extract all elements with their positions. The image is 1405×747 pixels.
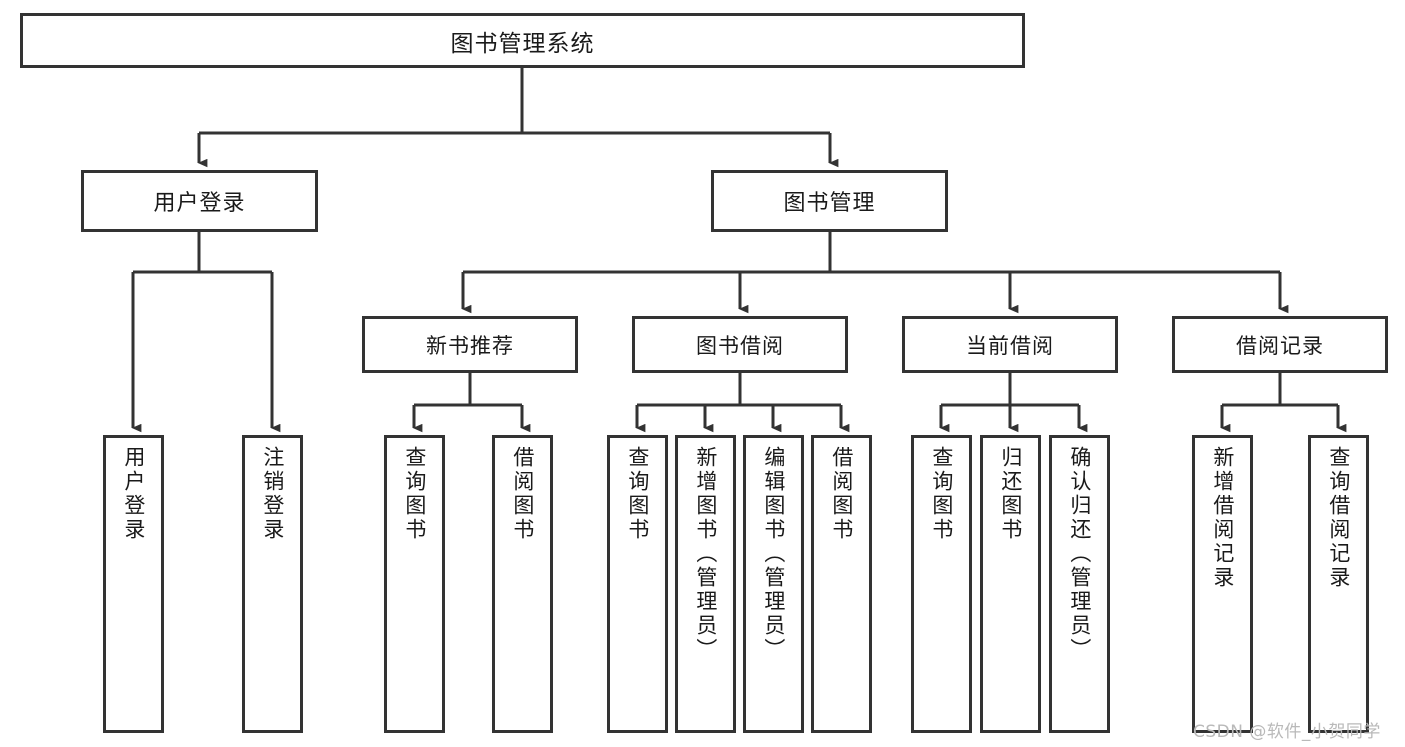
- node-label: 查询图书: [625, 446, 650, 542]
- node-leaf-add-borrow-record[interactable]: 新增借阅记录: [1192, 435, 1253, 733]
- node-leaf-confirm-return-admin[interactable]: 确认归还（管理员）: [1049, 435, 1110, 733]
- node-label: 编辑图书（管理员）: [761, 446, 786, 662]
- node-label: 图书管理: [783, 191, 876, 216]
- node-leaf-borrow-book-recommendation[interactable]: 借阅图书: [492, 435, 553, 733]
- node-label: 图书借阅: [696, 333, 784, 358]
- node-label: 借阅图书: [829, 446, 854, 542]
- node-label: 用户登录: [153, 191, 246, 216]
- node-label: 注销登录: [260, 446, 285, 542]
- node-borrowing-record[interactable]: 借阅记录: [1172, 316, 1388, 373]
- node-leaf-query-borrow-record[interactable]: 查询借阅记录: [1308, 435, 1369, 733]
- node-label: 确认归还（管理员）: [1067, 446, 1092, 662]
- node-leaf-query-book-current[interactable]: 查询图书: [911, 435, 972, 733]
- node-label: 新增图书（管理员）: [693, 446, 718, 662]
- node-label: 用户登录: [121, 446, 146, 542]
- node-label: 查询图书: [402, 446, 427, 542]
- node-label: 查询图书: [929, 446, 954, 542]
- node-library-management-system[interactable]: 图书管理系统: [20, 13, 1025, 68]
- node-label: 图书管理系统: [450, 30, 595, 57]
- node-leaf-logout-login[interactable]: 注销登录: [242, 435, 303, 733]
- node-label: 借阅图书: [510, 446, 535, 542]
- node-user-login[interactable]: 用户登录: [81, 170, 318, 232]
- node-current-borrowing[interactable]: 当前借阅: [902, 316, 1118, 373]
- node-leaf-return-book[interactable]: 归还图书: [980, 435, 1041, 733]
- node-new-book-recommendation[interactable]: 新书推荐: [362, 316, 578, 373]
- node-label: 新增借阅记录: [1210, 446, 1235, 590]
- node-label: 查询借阅记录: [1326, 446, 1351, 590]
- node-leaf-query-book-recommendation[interactable]: 查询图书: [384, 435, 445, 733]
- node-label: 归还图书: [998, 446, 1023, 542]
- node-book-borrowing[interactable]: 图书借阅: [632, 316, 848, 373]
- node-label: 借阅记录: [1236, 333, 1324, 358]
- node-leaf-add-book-admin[interactable]: 新增图书（管理员）: [675, 435, 736, 733]
- node-leaf-query-book-borrowing[interactable]: 查询图书: [607, 435, 668, 733]
- node-leaf-user-login[interactable]: 用户登录: [103, 435, 164, 733]
- node-label: 新书推荐: [426, 333, 514, 358]
- csdn-watermark: CSDN @软件_小贺同学: [1193, 722, 1381, 742]
- node-leaf-borrow-book[interactable]: 借阅图书: [811, 435, 872, 733]
- node-leaf-edit-book-admin[interactable]: 编辑图书（管理员）: [743, 435, 804, 733]
- node-book-management[interactable]: 图书管理: [711, 170, 948, 232]
- node-label: 当前借阅: [966, 333, 1054, 358]
